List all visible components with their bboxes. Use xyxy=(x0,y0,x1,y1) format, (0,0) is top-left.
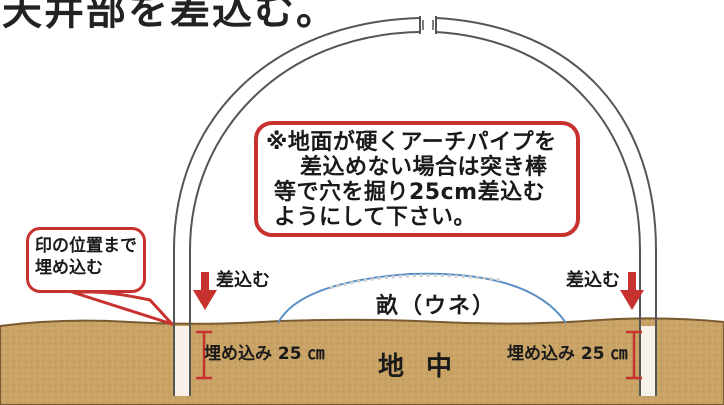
bed-texture xyxy=(329,274,501,290)
mark-note-line-1: 印の位置まで xyxy=(35,236,137,256)
underground-label: 地中 xyxy=(378,352,475,382)
raised-bed-label: 畝（ウネ） xyxy=(376,294,497,319)
mark-note-line-2: 埋め込む xyxy=(35,258,103,278)
note-line-2: 差込めない場合は突き棒 xyxy=(300,155,548,180)
pipe-underground-right xyxy=(641,326,655,396)
note-line-4: ようにして下さい。 xyxy=(274,205,476,230)
hard-ground-note: ※地面が硬くアーチパイプを 差込めない場合は突き棒 等で穴を掘り25cm差込む … xyxy=(254,121,580,237)
page-title: 天井部を差込む。 xyxy=(2,0,338,34)
depth-marker-left xyxy=(196,330,212,380)
pipe-underground-left xyxy=(175,326,189,396)
raised-bed xyxy=(277,272,567,324)
note-line-1: ※地面が硬くアーチパイプを xyxy=(266,130,557,155)
insert-label-right: 差込む xyxy=(566,270,620,291)
depth-label-right: 埋め込み 25 ㎝ xyxy=(507,344,628,364)
insert-label-left: 差込む xyxy=(216,270,270,291)
mark-position-note: 印の位置まで 埋め込む xyxy=(26,227,146,293)
arch-pipe xyxy=(173,16,657,395)
insert-arrow-left xyxy=(193,272,217,310)
mark-callout-pointer xyxy=(70,290,174,326)
depth-marker-right xyxy=(626,330,642,380)
depth-label-left: 埋め込み 25 ㎝ xyxy=(204,344,325,364)
insert-arrow-right xyxy=(620,272,644,310)
note-line-3: 等で穴を掘り25cm差込む xyxy=(274,180,546,205)
